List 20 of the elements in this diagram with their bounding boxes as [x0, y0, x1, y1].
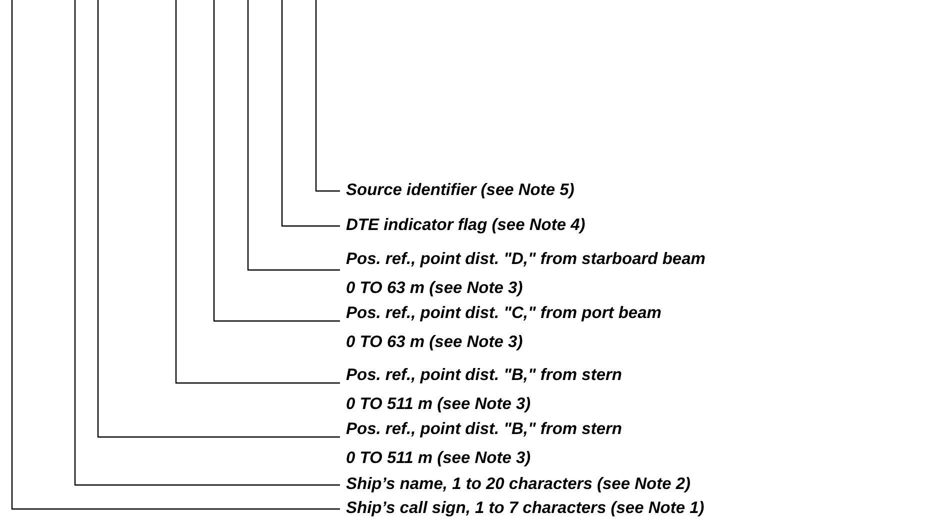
field-description: Ship’s call sign, 1 to 7 characters (see Note 1): [346, 499, 704, 518]
field-description: 0 TO 511 m (see Note 3): [346, 395, 531, 414]
field-description: Pos. ref., point dist. "D," from starboard beam: [346, 250, 706, 269]
field-description: Source identifier (see Note 5): [346, 181, 574, 200]
leader-line: [247, 0, 340, 271]
leader-line: [315, 0, 340, 192]
field-description: 0 TO 511 m (see Note 3): [346, 449, 531, 468]
field-description: 0 TO 63 m (see Note 3): [346, 333, 523, 352]
leader-line: [281, 0, 340, 227]
leader-line: [11, 0, 340, 510]
field-description: DTE indicator flag (see Note 4): [346, 216, 586, 235]
field-description: Ship’s name, 1 to 20 characters (see Note 2): [346, 475, 691, 494]
field-description: Pos. ref., point dist. "B," from stern: [346, 420, 622, 439]
leader-line: [175, 0, 340, 384]
field-description: Pos. ref., point dist. "C," from port beam: [346, 304, 662, 323]
leader-line: [213, 0, 340, 322]
leader-line: [97, 0, 340, 438]
field-description: 0 TO 63 m (see Note 3): [346, 279, 523, 298]
field-description: Pos. ref., point dist. "B," from stern: [346, 366, 622, 385]
leader-line: [74, 0, 340, 486]
